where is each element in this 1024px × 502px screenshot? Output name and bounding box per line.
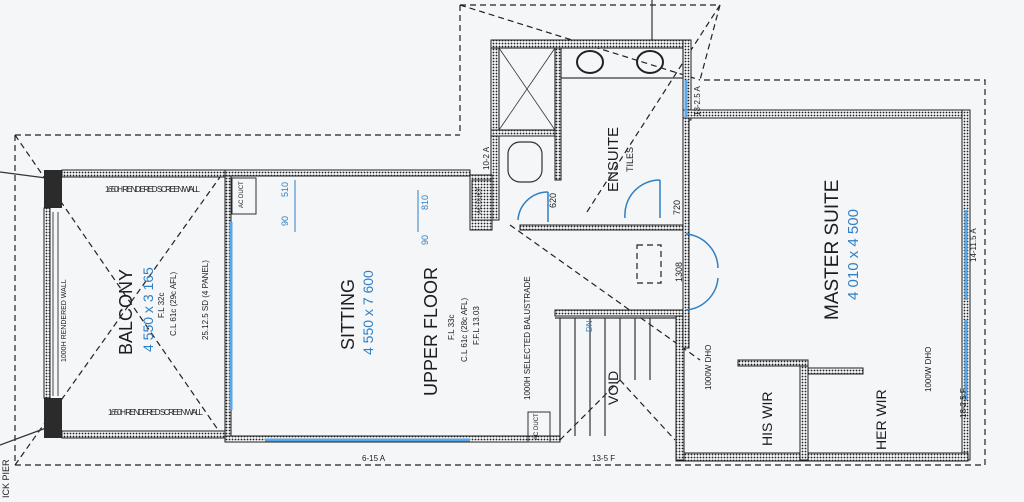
window-10-2a: 10-2 A	[482, 146, 491, 170]
doors	[517, 179, 719, 311]
balcony-fl: F.L 32c	[157, 293, 166, 319]
dim-1308: 1308	[674, 262, 684, 282]
screen-wall-top: 1650H RENDERED SCREEN WALL	[105, 185, 201, 194]
his-wir-name: HIS WIR	[759, 392, 775, 446]
dim-720: 720	[672, 200, 682, 215]
toilet	[507, 141, 543, 183]
balustrade-note: 1000H SELECTED BALUSTRADE	[523, 276, 532, 400]
screen-wall-bottom: 1650H RENDERED SCREEN WALL	[108, 408, 204, 417]
balcony-name: BALCONY	[116, 269, 136, 355]
upper-floor-fl: F.L 33c	[447, 315, 456, 341]
basin-left	[576, 50, 604, 74]
dho-her: 1000W DHO	[924, 347, 933, 392]
balcony-size: 4 550 x 3 165	[140, 267, 156, 352]
ensuite-name: ENSUITE	[605, 127, 622, 192]
stair-treads	[555, 317, 676, 436]
upper-floor-ffl: F.F.L 13.03	[472, 306, 481, 345]
pier-label: ICK PIER	[1, 459, 11, 498]
window-18-2-5f: 18-2.5 F	[959, 388, 968, 418]
master-suite-size: 4 010 x 4 500	[845, 209, 862, 300]
dho-his: 1000W DHO	[704, 345, 713, 390]
ac-duct-sitting: AC DUCT	[239, 181, 245, 208]
ac-duct-hall: AC DUCT	[477, 187, 483, 214]
dim-90-a: 90	[280, 216, 290, 226]
stair-down: DN	[585, 320, 594, 332]
dim-810: 810	[420, 195, 430, 210]
dim-90-b: 90	[420, 235, 430, 245]
her-wir-name: HER WIR	[873, 389, 889, 450]
dim-620: 620	[548, 193, 558, 208]
balcony-cl: C.L 61c (29c AFL)	[169, 271, 178, 336]
window-14-11-5a: 14-11.5 A	[969, 228, 978, 262]
rendered-wall: 1000H RENDERED WALL	[61, 279, 68, 362]
upper-floor-name: UPPER FLOOR	[421, 267, 441, 396]
sitting-size: 4 550 x 7 600	[360, 270, 376, 355]
window-13-5f: 13-5 F	[592, 454, 615, 463]
glazing	[52, 80, 968, 442]
dim-510: 510	[280, 182, 290, 197]
shower	[498, 47, 556, 131]
ac-duct-stair: AC DUCT	[534, 413, 540, 440]
fixtures	[498, 47, 684, 436]
master-suite-name: MASTER SUITE	[822, 180, 843, 320]
basin-right	[636, 50, 664, 74]
window-6-15a: 6-15 A	[362, 454, 386, 463]
upper-floor-cl: C.L 61c (28c AFL)	[460, 297, 469, 362]
sitting-name: SITTING	[338, 279, 358, 350]
ensuite-tiles: TILES	[625, 147, 635, 172]
void-name: VOID	[605, 371, 621, 405]
door-panel-spec: 25.12.5 SD (4 PANEL)	[201, 260, 210, 340]
window-13-2-5a: 13-2.5 A	[693, 86, 702, 116]
